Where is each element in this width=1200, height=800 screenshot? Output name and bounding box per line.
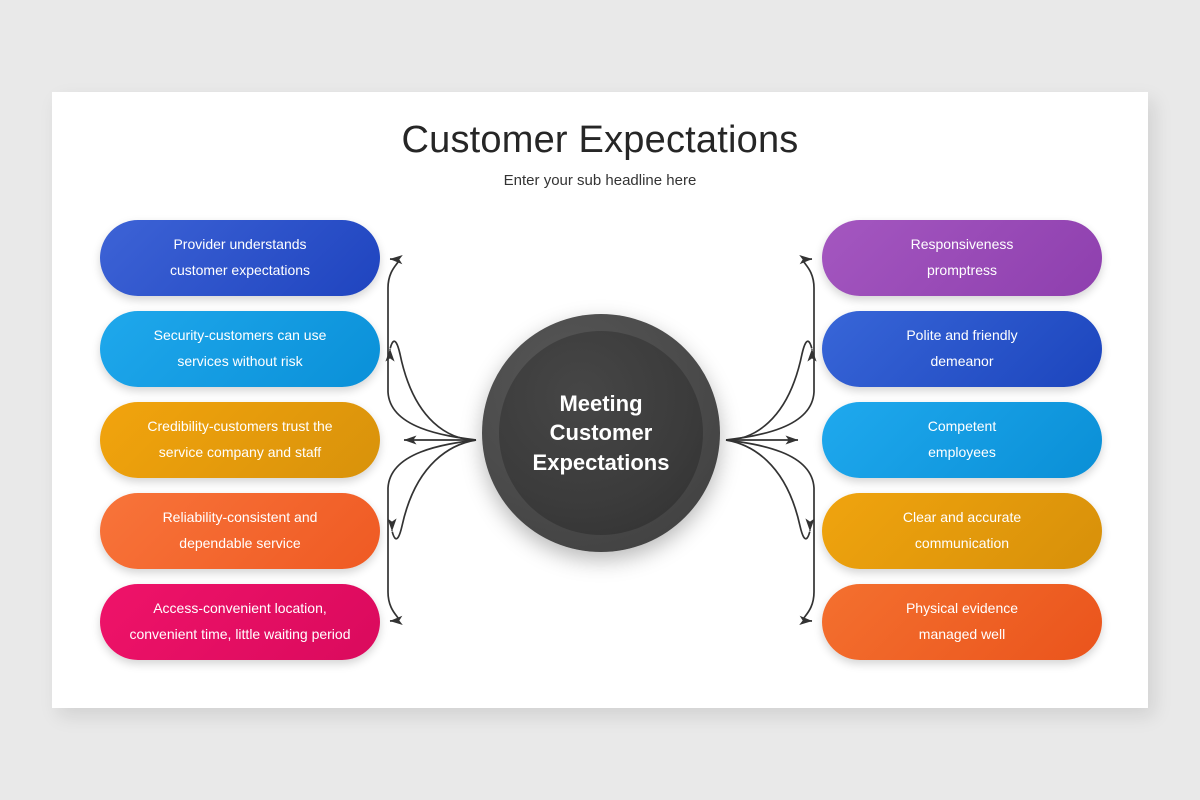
card-label: Reliability-consistent and dependable se… [162,509,318,551]
center-hub-inner: Meeting Customer Expectations [499,331,703,535]
card-label: Access-convenient location, convenient t… [129,600,351,642]
center-hub-label: Meeting Customer Expectations [532,391,670,475]
card-label: Competent employees [927,418,997,460]
card-security-customers[interactable]: Security-customers can use services with… [100,311,380,387]
page-title: Customer Expectations [401,119,799,161]
card-physical-evidence[interactable]: Physical evidence managed well [822,584,1102,660]
card-polite-and-friendly[interactable]: Polite and friendly demeanor [822,311,1102,387]
card-label: Security-customers can use services with… [153,327,327,369]
slide-canvas: Customer Expectations Enter your sub hea… [52,92,1148,708]
card-provider-understands[interactable]: Provider understands customer expectatio… [100,220,380,296]
card-label: Credibility-customers trust the service … [147,418,333,460]
card-label: Clear and accurate communication [902,509,1022,551]
card-responsiveness-promptress[interactable]: Responsiveness promptress [822,220,1102,296]
card-label: Responsiveness promptress [910,236,1014,278]
card-access-convenient[interactable]: Access-convenient location, convenient t… [100,584,380,660]
card-reliability-consistent[interactable]: Reliability-consistent and dependable se… [100,493,380,569]
card-label: Provider understands customer expectatio… [169,236,311,278]
card-label: Physical evidence managed well [905,600,1019,642]
card-credibility-customers[interactable]: Credibility-customers trust the service … [100,402,380,478]
center-hub[interactable]: Meeting Customer Expectations [482,314,720,552]
card-competent-employees[interactable]: Competent employees [822,402,1102,478]
card-clear-and-accurate[interactable]: Clear and accurate communication [822,493,1102,569]
page-subtitle: Enter your sub headline here [503,172,697,189]
card-label: Polite and friendly demeanor [906,327,1018,369]
